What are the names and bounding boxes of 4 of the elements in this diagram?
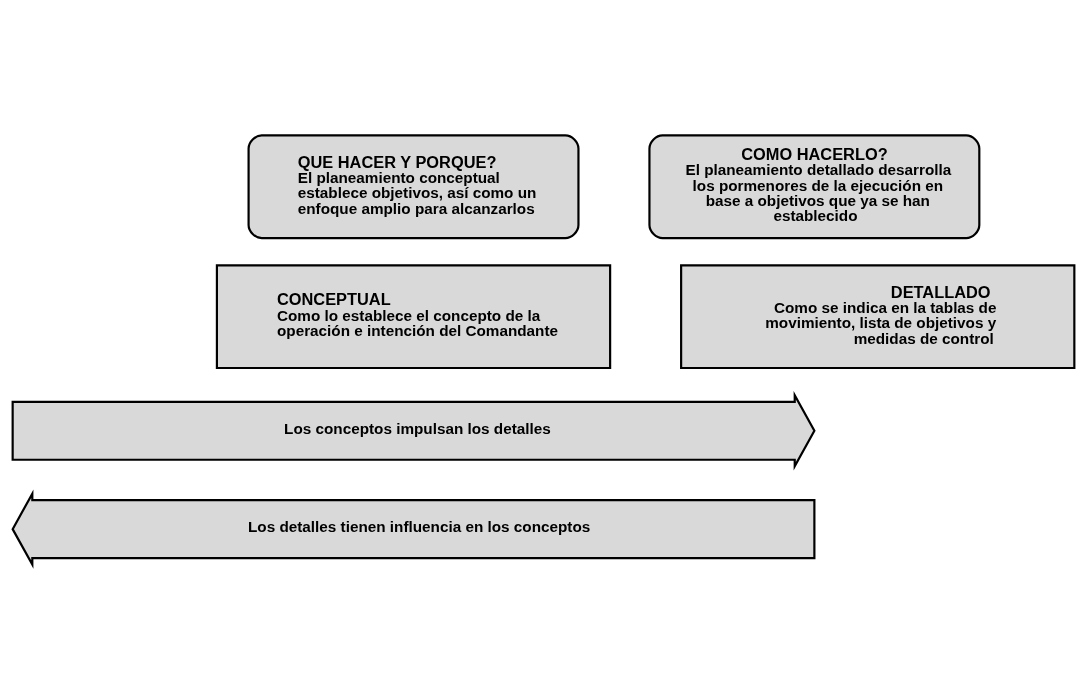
node-box: DETALLADO Como se indica en la tablas de movimiento, lista de objetivos y medidas de control — [680, 263, 1076, 369]
node-box: QUE HACER Y PORQUE? El planeamiento conceptual establece objetivos, así como un enfoque amplio para alcanzarlos — [247, 133, 580, 239]
node-box: COMO HACERLO? El planeamiento detallado desarrolla los pormenores de la ejecución en base a objetivos que ya se han establecido — [648, 133, 981, 239]
node-box: CONCEPTUAL Como lo establece el concepto de la operación e intención del Comandante — [215, 263, 612, 369]
